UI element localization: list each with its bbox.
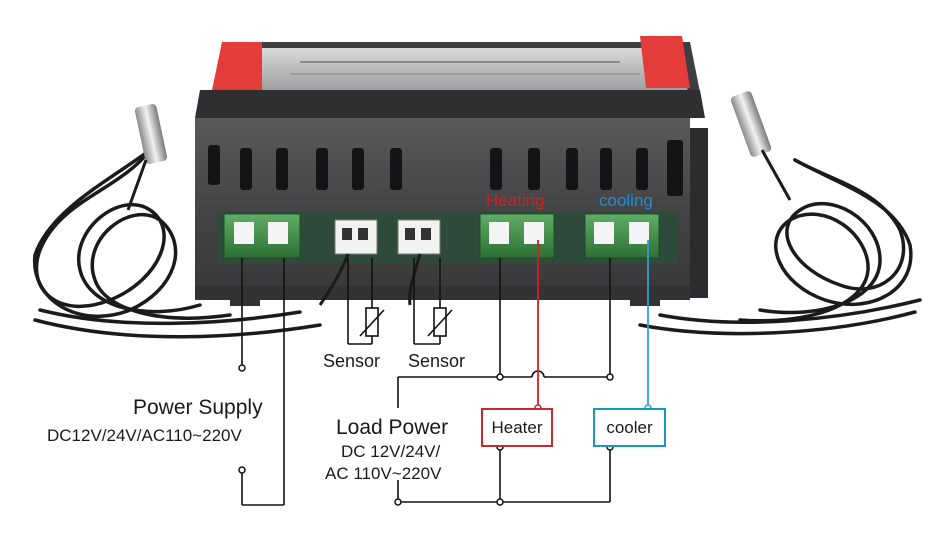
- sensor-connector-1: [334, 219, 378, 255]
- left-clip: [212, 42, 262, 90]
- load-power-title: Load Power: [336, 416, 449, 439]
- power-terminal-block: [223, 213, 301, 259]
- cooling-terminal-block: [584, 213, 660, 259]
- power-supply-spec: DC12V/24V/AC110~220V: [47, 426, 242, 445]
- load-power-spec-line2: AC 110V~220V: [325, 464, 442, 483]
- sensor-2-thermistor: [413, 258, 453, 345]
- vent-slots: [208, 140, 683, 196]
- power-terminal-bottom: [238, 466, 246, 474]
- left-cable-coil: [33, 148, 322, 339]
- left-probe: [126, 104, 168, 211]
- sensor-1-thermistor: [347, 258, 385, 345]
- heater-box: Heater: [481, 408, 553, 447]
- cooling-label: cooling: [599, 191, 653, 210]
- power-supply-title: Power Supply: [133, 396, 263, 419]
- sensor-cables: [318, 253, 422, 306]
- heating-terminal-block: [479, 213, 555, 259]
- power-terminal-top: [238, 364, 246, 372]
- cooler-box: cooler: [593, 408, 666, 447]
- load-common-wires: [397, 258, 611, 503]
- sensor-1-label: Sensor: [323, 351, 381, 371]
- sensor-2-label: Sensor: [408, 351, 466, 371]
- right-probe: [730, 91, 792, 201]
- right-cable-coil: [638, 158, 922, 336]
- right-clip: [640, 36, 690, 88]
- sensor-connector-2: [397, 219, 441, 255]
- heater-label: Heater: [491, 417, 543, 437]
- controller-top: [212, 36, 700, 92]
- power-supply-wires: [241, 258, 285, 506]
- load-power-spec-line1: DC 12V/24V/: [341, 442, 441, 461]
- cooler-label: cooler: [606, 417, 653, 437]
- heating-label: Heating: [486, 191, 545, 210]
